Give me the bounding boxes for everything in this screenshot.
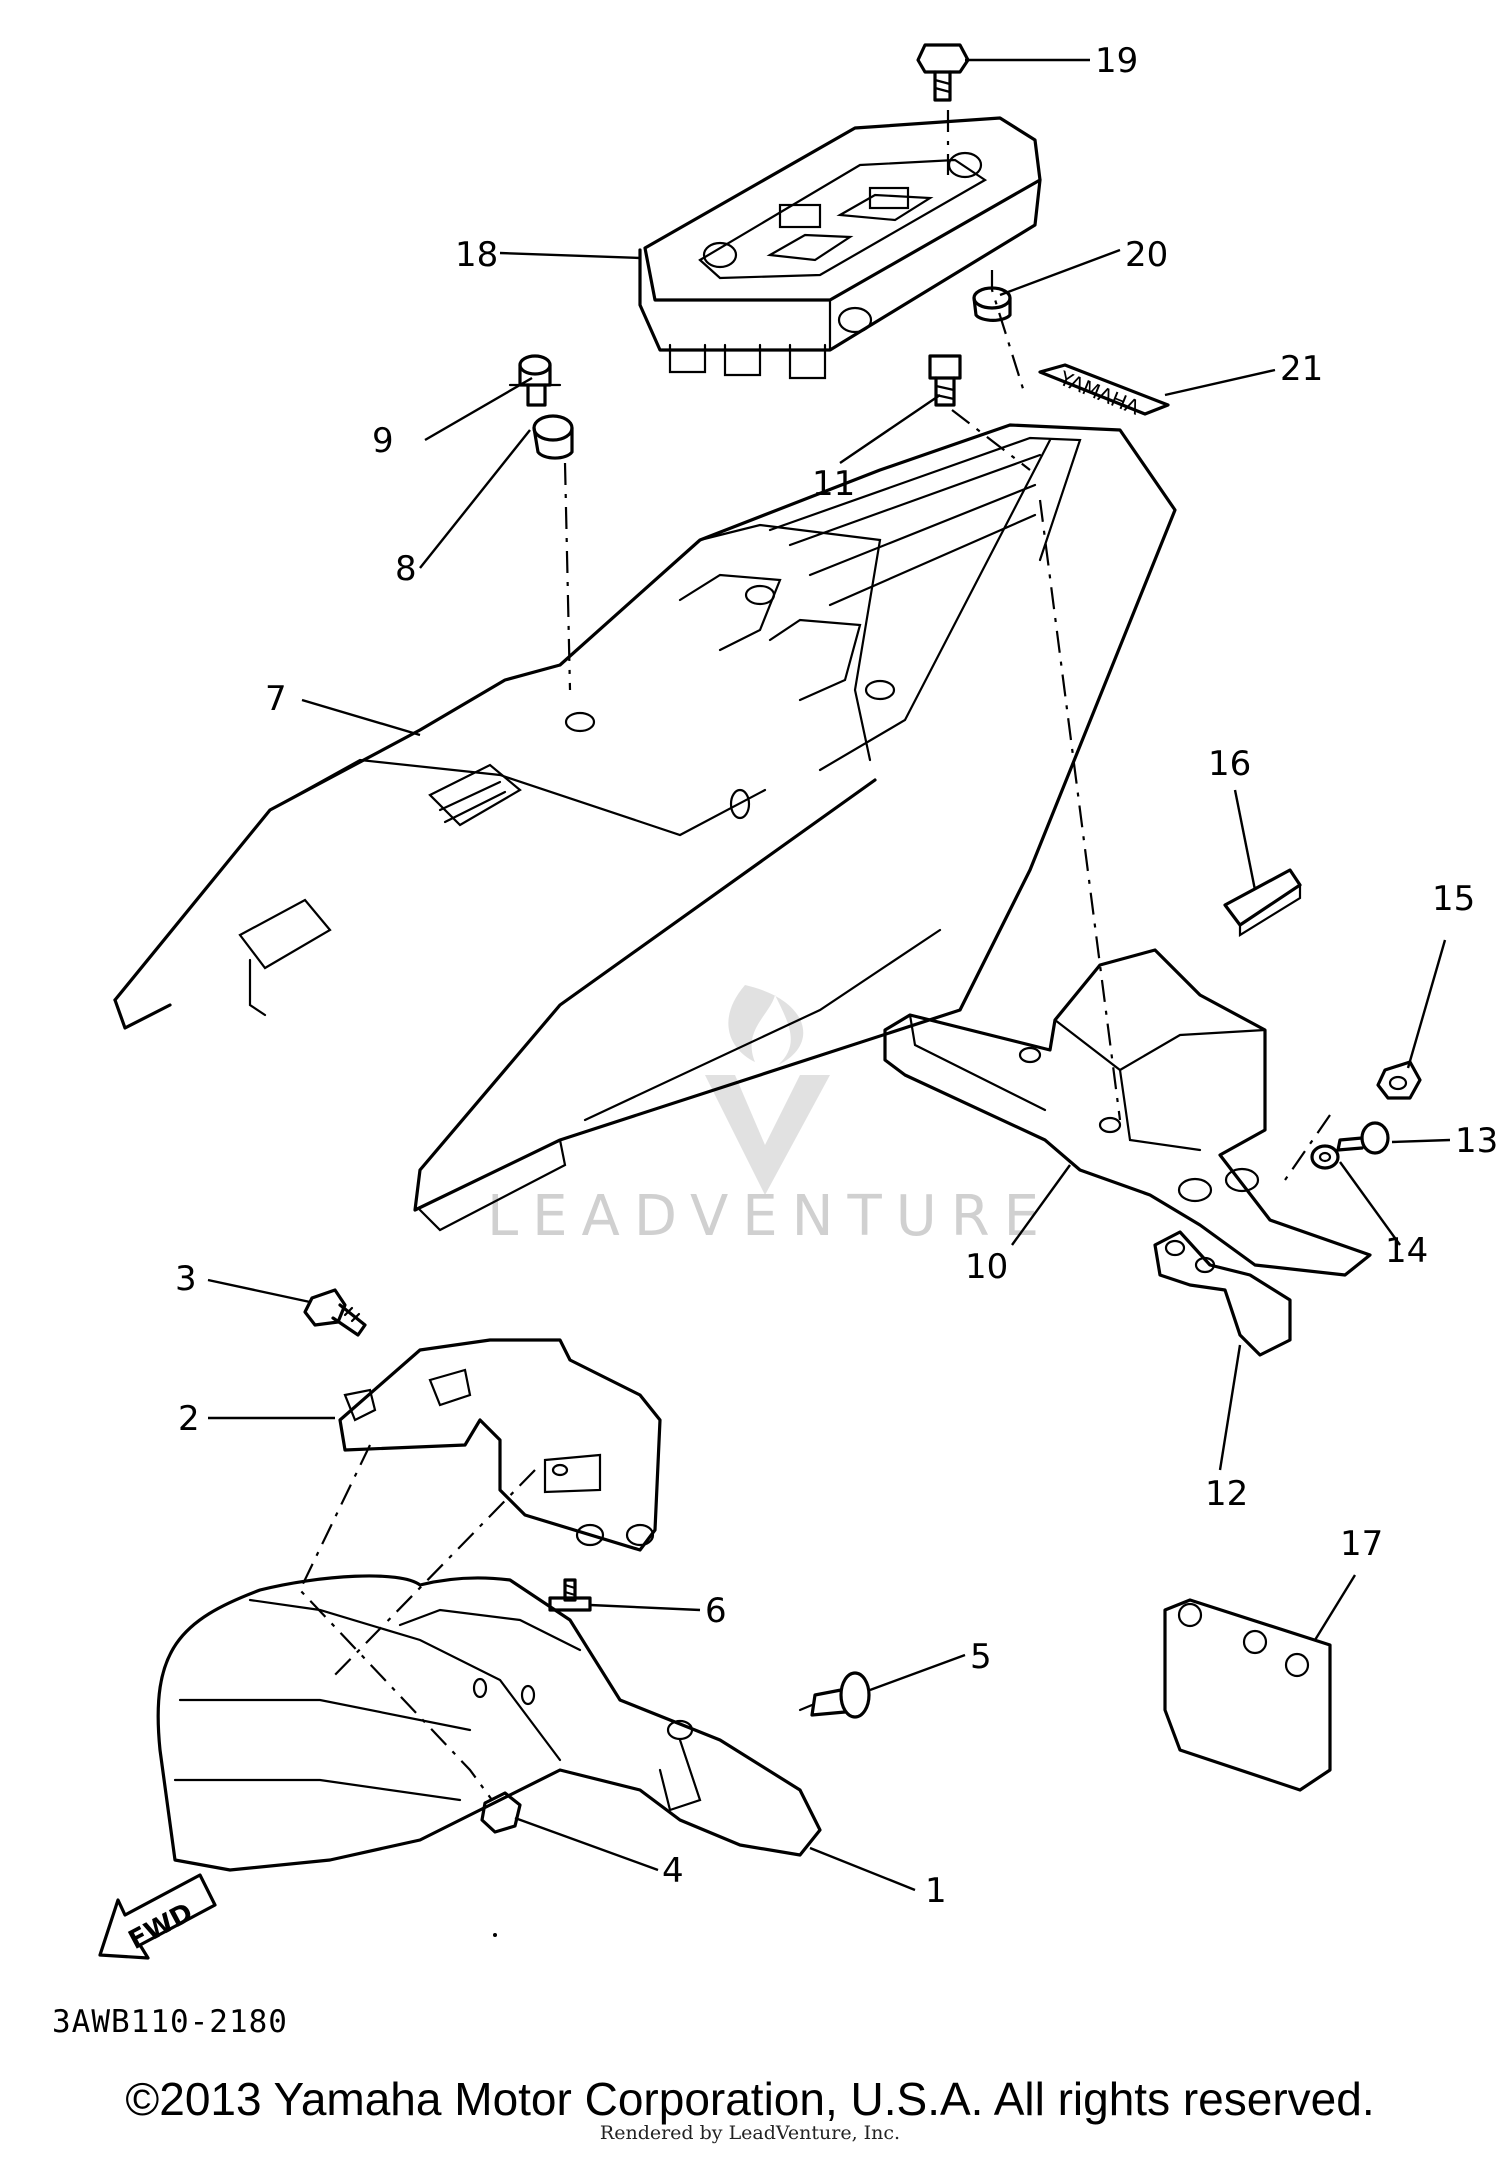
callout-3: 3	[175, 1259, 197, 1299]
callout-19: 19	[1095, 41, 1138, 81]
callout-18: 18	[455, 235, 498, 275]
fwd-arrow-icon: FWD	[98, 1873, 217, 1960]
callout-8: 8	[395, 549, 417, 589]
diagram-code: 3AWB110-2180	[52, 2004, 288, 2040]
assembly-guide-lines	[298, 110, 1331, 1801]
callout-21: 21	[1280, 349, 1323, 389]
reflector-16	[1223, 868, 1302, 937]
callout-5: 5	[970, 1637, 992, 1677]
callout-16: 16	[1208, 744, 1251, 784]
decal-text: YAMAHA	[1055, 366, 1143, 420]
washer-14	[1310, 1144, 1340, 1170]
license-bracket-10	[883, 948, 1372, 1277]
callout-2: 2	[178, 1399, 200, 1439]
grommet-8	[532, 414, 574, 460]
luggage-rack	[638, 116, 1042, 380]
bolt-19	[916, 43, 970, 102]
callout-13: 13	[1455, 1121, 1498, 1161]
callout-11: 11	[812, 464, 855, 504]
bolt-9	[508, 354, 562, 407]
callout-numbers: 1 2 3 4 5 6 7 8 9 10 11 12 13 14 15 16 1…	[175, 41, 1498, 1911]
callout-leaders	[207, 58, 1451, 1892]
callout-20: 20	[1125, 235, 1168, 275]
plate-17	[1163, 1598, 1332, 1792]
callout-6: 6	[705, 1591, 727, 1631]
fwd-label: FWD	[124, 1898, 198, 1956]
bolt-3	[303, 1288, 367, 1337]
nut-15	[1376, 1060, 1422, 1100]
rear-fender-7	[113, 423, 1177, 1232]
callout-14: 14	[1385, 1231, 1428, 1271]
callout-12: 12	[1205, 1474, 1248, 1514]
front-fender-bracket-2	[338, 1338, 662, 1552]
callout-1: 1	[925, 1871, 947, 1911]
fastener-5	[798, 1671, 871, 1719]
lamp-bracket-12	[1153, 1230, 1292, 1357]
callout-15: 15	[1432, 879, 1475, 919]
stray-dot	[493, 1933, 497, 1937]
callout-9: 9	[372, 421, 394, 461]
callout-4: 4	[662, 1851, 684, 1891]
callout-10: 10	[965, 1247, 1008, 1287]
front-fender-1	[156, 1574, 822, 1872]
callout-17: 17	[1340, 1524, 1383, 1564]
callout-7: 7	[265, 679, 287, 719]
bolt-6	[548, 1578, 592, 1612]
rendered-by-credit: Rendered by LeadVenture, Inc.	[599, 2122, 901, 2144]
bolt-11	[928, 354, 962, 407]
leadventure-watermark: LEADVENTURE	[487, 985, 1053, 1249]
nut-4	[480, 1791, 522, 1834]
copyright-notice: ©2013 Yamaha Motor Corporation, U.S.A. A…	[125, 2073, 1375, 2125]
bolt-13	[1336, 1121, 1390, 1155]
watermark-text: LEADVENTURE	[487, 1184, 1053, 1249]
yamaha-decal: YAMAHA	[1038, 363, 1170, 420]
